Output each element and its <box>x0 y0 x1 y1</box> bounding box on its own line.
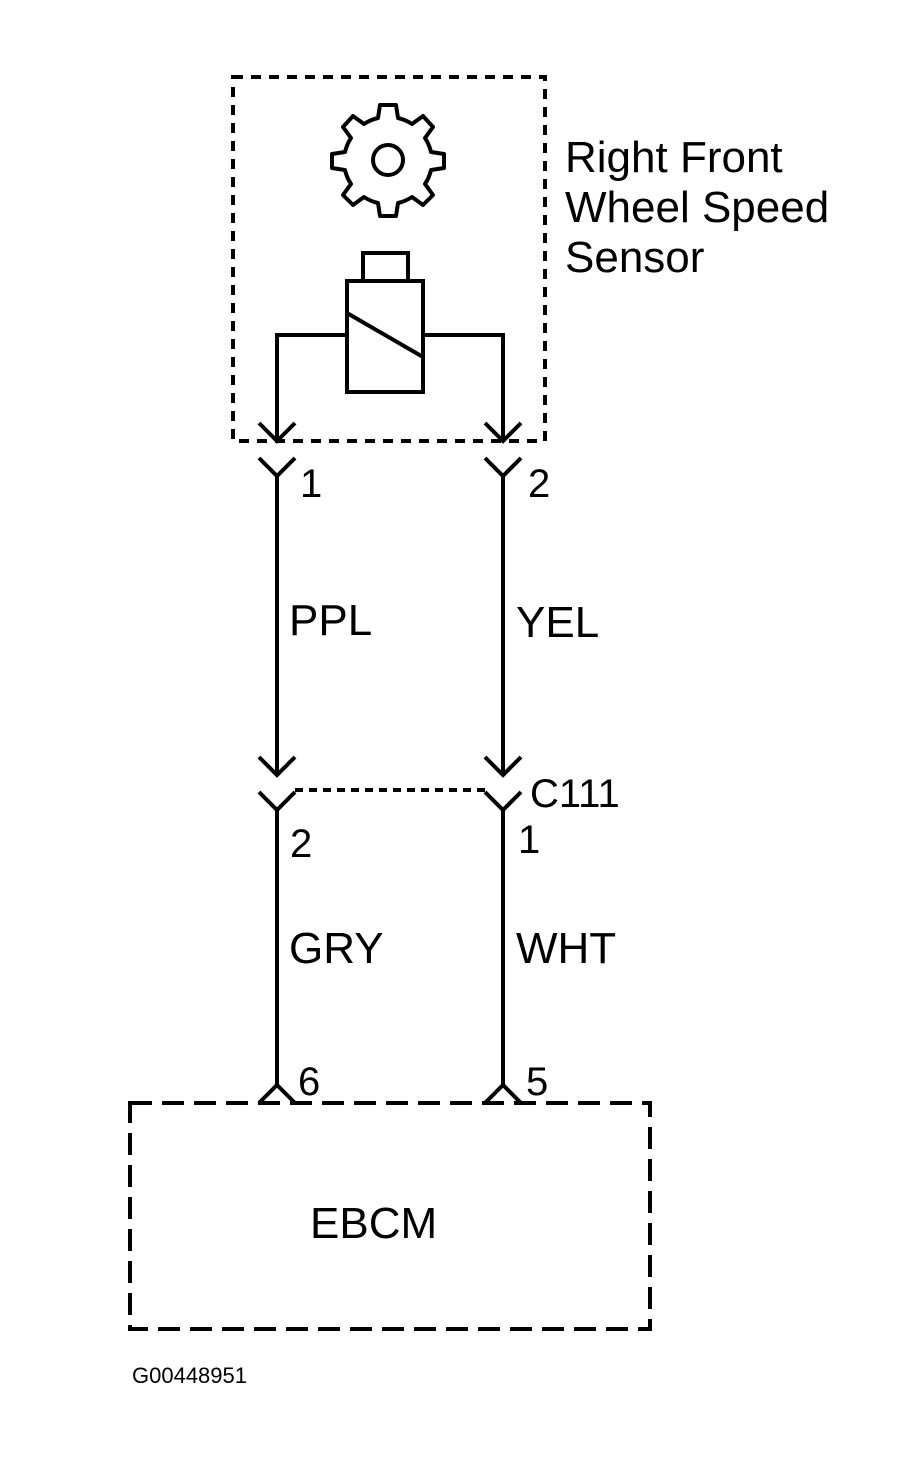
ebcm-pin-6: 6 <box>298 1060 320 1104</box>
ebcm-pin-5: 5 <box>526 1060 548 1104</box>
sensor-pin-2: 2 <box>528 462 550 506</box>
connector-c111 <box>257 755 523 813</box>
ebcm-terminals <box>257 1082 523 1105</box>
wire-label-wht: WHT <box>516 924 616 973</box>
connector-name: C111 <box>530 772 620 816</box>
ebcm-module-box <box>128 1101 652 1331</box>
figure-id: G00448951 <box>132 1363 247 1388</box>
wire-label-yel: YEL <box>516 598 599 647</box>
wire-label-gry: GRY <box>289 924 384 973</box>
connector-pin-1: 1 <box>518 818 540 862</box>
gear-icon <box>330 103 446 218</box>
sensor-coil-icon <box>275 251 505 440</box>
sensor-label-line2: Wheel Speed <box>565 183 829 232</box>
wire-label-ppl: PPL <box>289 596 372 645</box>
sensor-enclosure <box>231 75 547 443</box>
sensor-label-line1: Right Front <box>565 133 783 182</box>
ebcm-label: EBCM <box>310 1199 437 1248</box>
sensor-label-line3: Sensor <box>565 233 704 282</box>
sensor-pin-1: 1 <box>300 462 322 506</box>
connector-pin-2: 2 <box>290 822 312 866</box>
